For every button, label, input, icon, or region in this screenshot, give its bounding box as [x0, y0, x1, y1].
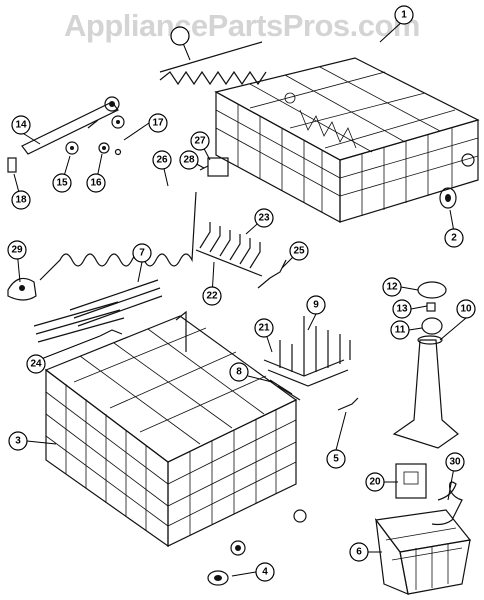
callout-30: 30 — [445, 452, 465, 472]
rack-clip — [207, 157, 229, 177]
callout-4: 4 — [255, 562, 275, 582]
svg-text:6: 6 — [356, 547, 362, 558]
callout-1: 1 — [394, 5, 414, 25]
callout-2: 2 — [444, 228, 464, 248]
svg-text:27: 27 — [194, 136, 206, 147]
svg-text:1: 1 — [401, 10, 407, 21]
callout-25: 25 — [289, 241, 309, 261]
basket-cord — [431, 481, 463, 526]
callout-15: 15 — [52, 173, 72, 193]
svg-text:22: 22 — [206, 291, 218, 302]
callout-6: 6 — [349, 542, 369, 562]
tine-rack — [195, 222, 263, 277]
svg-text:16: 16 — [90, 178, 102, 189]
callout-29: 29 — [7, 240, 27, 260]
rail-stop — [7, 157, 17, 173]
svg-text:4: 4 — [262, 567, 268, 578]
svg-text:11: 11 — [395, 325, 406, 336]
callout-21: 21 — [254, 318, 274, 338]
callout-20: 20 — [365, 472, 385, 492]
callout-22: 22 — [202, 286, 222, 306]
rack-tine-row-top — [159, 41, 267, 86]
callout-8: 8 — [229, 362, 249, 382]
rack-adjuster — [7, 277, 37, 301]
basket-clip — [395, 463, 427, 499]
tine-clip — [257, 259, 287, 289]
callout-13: 13 — [392, 299, 412, 319]
svg-text:23: 23 — [258, 213, 270, 224]
svg-text:12: 12 — [386, 282, 398, 293]
callout-9: 9 — [306, 295, 326, 315]
svg-text:21: 21 — [258, 323, 270, 334]
lower-rack — [44, 310, 307, 556]
lower-rods — [33, 301, 125, 343]
callout-17: 17 — [148, 113, 168, 133]
callout-10: 10 — [456, 299, 476, 319]
rack-wheel-upper — [439, 187, 457, 209]
svg-text:24: 24 — [30, 359, 42, 370]
callout-7: 7 — [132, 243, 152, 263]
svg-text:8: 8 — [236, 367, 242, 378]
roller-pin — [98, 142, 122, 156]
wavy-rod — [39, 191, 197, 281]
callout-14: 14 — [11, 115, 31, 135]
svg-text:13: 13 — [396, 304, 408, 315]
svg-text:29: 29 — [11, 245, 23, 256]
fold-down-tines — [263, 316, 351, 401]
svg-text:28: 28 — [183, 155, 195, 166]
svg-text:17: 17 — [152, 118, 164, 129]
svg-text:9: 9 — [313, 300, 319, 311]
callout-12: 12 — [382, 277, 402, 297]
svg-text:20: 20 — [369, 477, 381, 488]
callout-28: 28 — [179, 150, 199, 170]
svg-text:15: 15 — [56, 178, 68, 189]
svg-text:18: 18 — [15, 195, 27, 206]
svg-text:14: 14 — [15, 120, 27, 131]
rack-wheel-lower — [207, 570, 229, 586]
svg-text:30: 30 — [449, 457, 461, 468]
svg-text:10: 10 — [460, 304, 472, 315]
svg-text:25: 25 — [293, 246, 305, 257]
callout-3: 3 — [8, 431, 28, 451]
callout-24: 24 — [26, 354, 46, 374]
rail-roller — [65, 141, 79, 155]
upper-rack — [214, 57, 480, 224]
callout-26: 26 — [152, 150, 172, 170]
callout-19-upper — [170, 26, 190, 46]
callout-16: 16 — [86, 173, 106, 193]
callout-27: 27 — [190, 131, 210, 151]
svg-text:2: 2 — [451, 233, 457, 244]
callout-18: 18 — [11, 190, 31, 210]
leader-lines — [13, 19, 467, 577]
svg-text:7: 7 — [139, 248, 145, 259]
rack-rail — [21, 96, 125, 155]
watermark: AppliancePartsPros.com — [64, 8, 420, 43]
callout-5: 5 — [326, 449, 346, 469]
rack-rods — [69, 279, 163, 327]
svg-text:26: 26 — [156, 155, 168, 166]
svg-text:3: 3 — [15, 436, 21, 447]
silverware-basket — [374, 509, 472, 595]
callout-11: 11 — [390, 320, 410, 340]
callout-23: 23 — [254, 208, 274, 228]
svg-text:5: 5 — [333, 454, 339, 465]
rack-pin — [337, 397, 359, 411]
